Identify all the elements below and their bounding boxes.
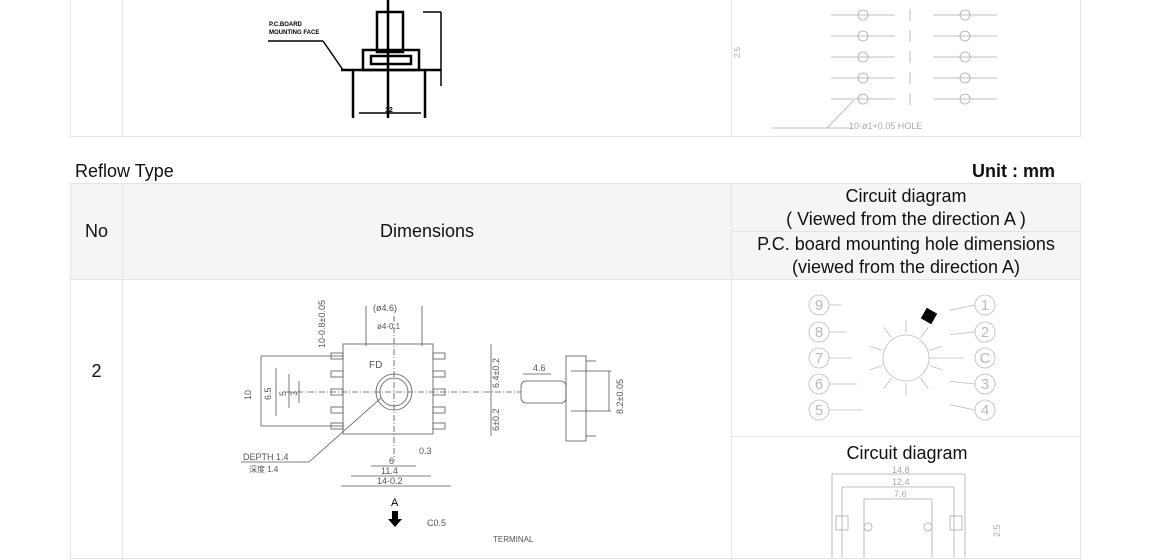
pin-mark (330, 388, 344, 396)
dim-h3: 3 (289, 391, 299, 396)
pin-label-p2: 2 (981, 324, 989, 341)
header-pcb: P.C. board mounting hole dimensions (vie… (731, 231, 1081, 280)
contact-arrow (869, 345, 883, 351)
row-no-cell: 2 (70, 279, 123, 559)
header-dimensions: Dimensions (122, 183, 732, 280)
section-title: Reflow Type (75, 161, 174, 181)
dim-w14: 14-0.2 (377, 476, 403, 486)
header-circuit-line2: ( Viewed from the direction A ) (786, 208, 1026, 229)
contact-arrow (883, 327, 892, 339)
circuit-diagram-label: Circuit diagram (846, 443, 968, 463)
pin-label-p1: 1 (981, 297, 989, 314)
pin-circle (974, 347, 996, 369)
hole-label: 10-ø1+0.05 HOLE (849, 121, 922, 131)
row-dimensions-cell: (ø4.6) ø4-0.1 10-0.8±0.05 FD 10 6.5 5 3 … (122, 279, 732, 559)
contact-arrow (920, 327, 929, 339)
header-dimensions-label: Dimensions (379, 221, 475, 241)
view-a-label: A (391, 497, 399, 509)
pin-mark (432, 352, 446, 360)
unit-label: Unit : mm (972, 161, 1055, 181)
dim-h65: 6.5 (263, 387, 273, 400)
pcb-dim-a: 14.8 (892, 465, 910, 475)
prev-row-holes-cell: 2.5 10-ø1+0.05 HOLE (731, 0, 1081, 137)
pin-mark (432, 422, 446, 430)
pin-label-p6: 6 (815, 376, 823, 393)
dimension-drawing: (ø4.6) ø4-0.1 10-0.8±0.05 FD 10 6.5 5 3 … (241, 300, 625, 544)
pcb-dim-b: 12.4 (892, 477, 910, 487)
pcb-dim-c: 7.6 (894, 489, 907, 499)
dim-w03: 0.3 (419, 446, 432, 456)
pin-label-p5: 5 (815, 402, 823, 419)
contact-arrow (920, 377, 929, 389)
header-circuit-line1: Circuit diagram (845, 185, 967, 206)
prev-dimension-drawing: P.C.BOARD MOUNTING FACE 12 (268, 0, 442, 118)
prev-row-dimensions-cell: P.C.BOARD MOUNTING FACE 12 (122, 0, 732, 137)
pcb-label: P.C.BOARD (269, 22, 303, 28)
dim-w114: 11.4 (381, 466, 398, 476)
contact-arrow (929, 345, 943, 351)
depth-cn-label: 深度 1.4 (249, 464, 279, 474)
dim-d46: (ø4.6) (373, 303, 397, 313)
wiper-icon (920, 307, 938, 325)
contact-arrow (883, 377, 892, 389)
dim-d4: ø4-0.1 (377, 322, 401, 331)
pitch-label: 2.5 (733, 46, 742, 58)
depth-label: DEPTH 1.4 (243, 452, 289, 462)
dim-h10: 10 (243, 390, 253, 400)
pin-mark (330, 370, 344, 378)
pin-label-p9: 9 (815, 297, 823, 314)
pcb-dim-d: 2.5 (992, 524, 1002, 537)
header-pcb-line2: (viewed from the direction A) (791, 256, 1021, 277)
contact-arrow (929, 365, 943, 371)
contact-arrow (869, 365, 883, 371)
header-circuit: Circuit diagram ( Viewed from the direct… (731, 183, 1081, 232)
pin-mark (432, 388, 446, 396)
dim-side82: 8.2±0.05 (615, 379, 625, 414)
row-no: 2 (91, 360, 102, 381)
pin-label-p7: 7 (815, 350, 823, 367)
fd-mark: FD (369, 360, 382, 371)
arrow-down-icon (388, 511, 402, 527)
dim-h5: 5 (278, 391, 288, 396)
pin-mark (330, 406, 344, 414)
dim-w6: 6 (389, 456, 394, 466)
header-no: No (70, 183, 123, 280)
bottom-dim-label: 12 (385, 107, 393, 114)
pin-mark (432, 406, 446, 414)
dim-v64: 6.4±0.2 (491, 358, 501, 388)
dim-lead: 10-0.8±0.05 (317, 300, 327, 348)
c05-label: C0.5 (427, 518, 446, 528)
prev-hole-drawing: 2.5 10-ø1+0.05 HOLE (733, 9, 997, 131)
pin-label-p3: 3 (981, 376, 989, 393)
mount-label: MOUNTING FACE (269, 30, 319, 36)
circuit-diagram: 9 8 7 6 5 1 2C 3 4 (808, 294, 996, 421)
dim-side46: 4.6 (533, 363, 546, 373)
pin-mark (432, 370, 446, 378)
pin-label-p8: 8 (815, 324, 823, 341)
pin-label-p4: 4 (981, 402, 989, 419)
dim-v6: 6±0.2 (491, 409, 501, 431)
pin-label-pc: C (980, 350, 991, 367)
header-no-label: No (84, 221, 108, 241)
pcb-hole-drawing: 14.8 12.4 7.6 2.5 (831, 465, 1002, 557)
prev-row-no-cell (70, 0, 123, 137)
header-pcb-line1: P.C. board mounting hole dimensions (757, 233, 1055, 254)
row-pcb-cell: Circuit diagram 14.8 12.4 7.6 2.5 (731, 436, 1081, 559)
terminal-label: TERMINAL (493, 535, 534, 544)
